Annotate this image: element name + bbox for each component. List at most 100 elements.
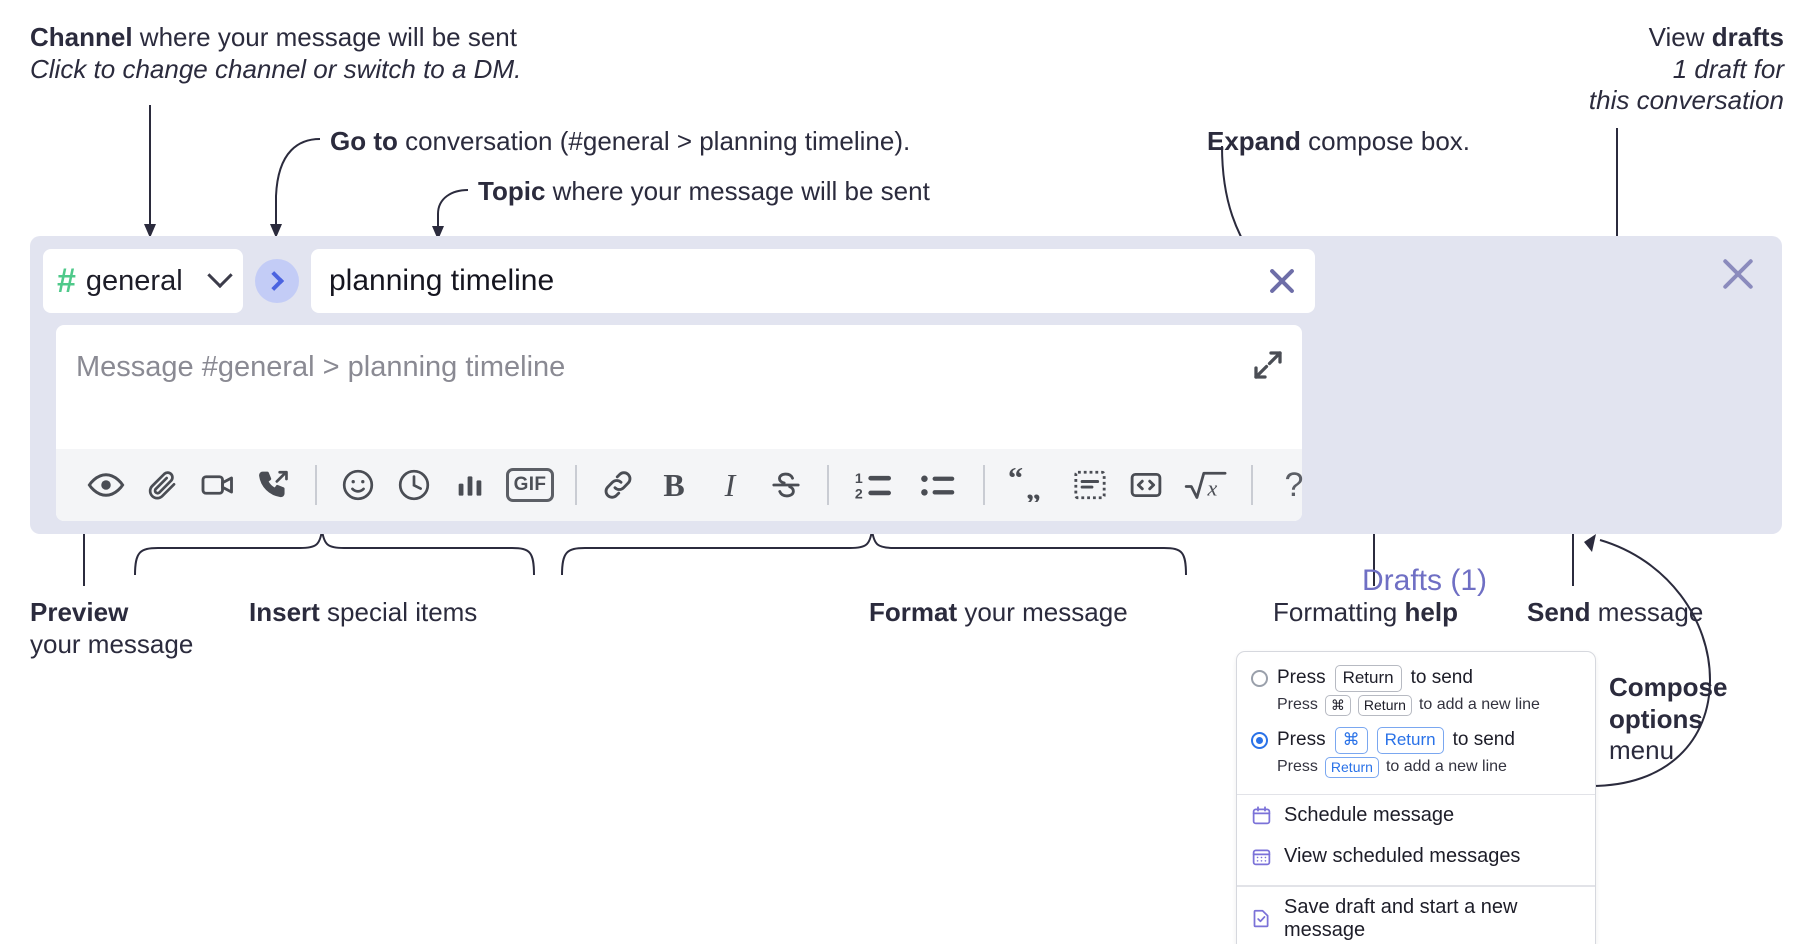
annotation-channel-bold: Channel — [30, 22, 133, 52]
link-icon[interactable] — [590, 457, 646, 513]
go-to-conversation-button[interactable] — [255, 259, 299, 303]
emoji-icon[interactable] — [330, 457, 386, 513]
annotation-expand-bold: Expand — [1207, 126, 1301, 156]
annotation-goto-rest: conversation (#general > planning timeli… — [397, 126, 911, 156]
option2-sub-tail: to add a new line — [1385, 758, 1507, 776]
option-press-cmd-return-to-send[interactable]: Press ⌘ Return to send — [1237, 724, 1595, 754]
key-return: Return — [1324, 756, 1379, 778]
clock-icon[interactable] — [386, 457, 442, 513]
bulleted-list-icon[interactable] — [906, 457, 970, 513]
annotation-preview: Preview your message — [30, 597, 193, 660]
option1-subtext: Press ⌘ Return to add a new line — [1237, 692, 1595, 724]
annotation-drafts-italic1: 1 draft for — [1672, 53, 1784, 84]
compose-options-menu: Press Return to send Press ⌘ Return to a… — [1236, 651, 1596, 944]
option2-sub-press: Press — [1277, 758, 1318, 776]
svg-text:2: 2 — [855, 486, 863, 502]
gif-icon[interactable]: GIF — [498, 457, 562, 513]
annotation-goto: Go to conversation (#general > planning … — [330, 126, 910, 158]
video-icon[interactable] — [190, 457, 246, 513]
attachment-icon[interactable] — [134, 457, 190, 513]
menu-item-schedule-message[interactable]: Schedule message — [1237, 795, 1595, 836]
option1-sub-press: Press — [1277, 696, 1318, 714]
ordered-list-icon[interactable]: 1 2 — [842, 457, 906, 513]
annotation-insert-rest: special items — [319, 597, 478, 627]
svg-text:“: “ — [1008, 468, 1023, 495]
annotation-insert: Insert special items — [249, 597, 477, 629]
message-card: Message #general > planning timeline — [56, 325, 1303, 521]
option-press-return-to-send[interactable]: Press Return to send — [1237, 662, 1595, 692]
toolbar-separator — [827, 465, 829, 505]
close-icon[interactable] — [1718, 254, 1758, 294]
clear-topic-icon[interactable] — [1265, 264, 1299, 298]
calendar-grid-icon — [1252, 849, 1271, 866]
annotation-topic: Topic where your message will be sent — [478, 176, 930, 208]
annotation-send-bold: Send — [1527, 597, 1591, 627]
annotation-expand: Expand compose box. — [1207, 126, 1470, 158]
math-icon[interactable]: x — [1174, 457, 1238, 513]
help-icon[interactable]: ? — [1266, 457, 1322, 513]
radio-selected-icon[interactable] — [1251, 731, 1268, 749]
menu-item-label: Schedule message — [1284, 804, 1455, 827]
annotation-drafts-italic2: this conversation — [1588, 85, 1784, 116]
annotation-help: Formatting help — [1273, 597, 1458, 629]
channel-selector[interactable]: # general — [43, 249, 243, 313]
option1-press: Press — [1277, 667, 1326, 689]
drafts-link[interactable]: Drafts (1) — [1362, 564, 1488, 597]
menu-divider — [1237, 885, 1595, 887]
option2-tosend: to send — [1452, 729, 1515, 751]
blockquote-icon[interactable]: “ „ — [998, 457, 1062, 513]
annotation-help-bold: help — [1404, 597, 1458, 627]
key-return: Return — [1357, 694, 1412, 716]
annotation-preview-rest: your message — [30, 628, 194, 659]
annotation-channel-rest: where your message will be sent — [132, 22, 517, 52]
message-input[interactable]: Message #general > planning timeline — [76, 351, 566, 383]
compose-header-row: # general planning timeline — [43, 249, 1315, 313]
menu-item-save-draft[interactable]: Save draft and start a new message — [1237, 887, 1595, 944]
key-return: Return — [1376, 726, 1444, 754]
annotation-goto-bold: Go to — [330, 126, 398, 156]
key-command: ⌘ — [1324, 694, 1351, 716]
calendar-clock-icon — [1252, 806, 1271, 825]
annotation-compose-options: Compose options menu — [1609, 672, 1727, 767]
menu-divider — [1237, 793, 1595, 796]
preview-icon[interactable] — [78, 457, 134, 513]
poll-icon[interactable] — [442, 457, 498, 513]
bold-icon[interactable]: B — [646, 457, 702, 513]
italic-icon[interactable]: I — [702, 457, 758, 513]
annotation-help-lead: Formatting — [1273, 597, 1405, 627]
annotation-drafts-bold: drafts — [1711, 22, 1784, 52]
annotation-drafts-lead: View — [1648, 22, 1712, 52]
annotation-expand-rest: compose box. — [1300, 126, 1471, 156]
strikethrough-icon[interactable] — [758, 457, 814, 513]
toolbar-separator — [1251, 465, 1253, 505]
menu-item-view-scheduled-messages[interactable]: View scheduled messages — [1237, 836, 1595, 877]
annotation-format: Format your message — [869, 597, 1128, 629]
inline-code-icon[interactable] — [1118, 457, 1174, 513]
chevron-down-icon — [207, 262, 233, 289]
hash-icon: # — [57, 262, 76, 300]
annotation-send: Send message — [1527, 597, 1703, 629]
audio-call-icon[interactable] — [246, 457, 302, 513]
radio-unselected-icon[interactable] — [1251, 669, 1268, 687]
option2-press: Press — [1277, 729, 1326, 751]
annotation-format-bold: Format — [869, 597, 958, 627]
expand-icon[interactable] — [1250, 347, 1286, 383]
annotation-preview-bold: Preview — [30, 597, 129, 627]
annotation-compose-options-bold1: Compose — [1609, 672, 1728, 702]
svg-text:x: x — [1206, 475, 1217, 500]
document-check-icon — [1253, 910, 1269, 928]
svg-text:1: 1 — [855, 471, 863, 487]
bold-label: B — [663, 466, 685, 503]
topic-input-wrapper[interactable]: planning timeline — [311, 249, 1315, 313]
compose-panel: # general planning timeline Message #gen… — [30, 236, 1782, 745]
annotation-send-rest: message — [1590, 597, 1704, 627]
help-label: ? — [1284, 465, 1304, 504]
topic-input[interactable]: planning timeline — [329, 264, 555, 297]
toolbar-separator — [315, 465, 317, 505]
annotation-insert-bold: Insert — [249, 597, 320, 627]
svg-text:„: „ — [1026, 472, 1041, 502]
annotation-drafts: View drafts 1 draft for this conversatio… — [1546, 22, 1784, 117]
compose-inner: # general planning timeline Message #gen… — [43, 249, 1315, 521]
code-block-icon[interactable] — [1062, 457, 1118, 513]
